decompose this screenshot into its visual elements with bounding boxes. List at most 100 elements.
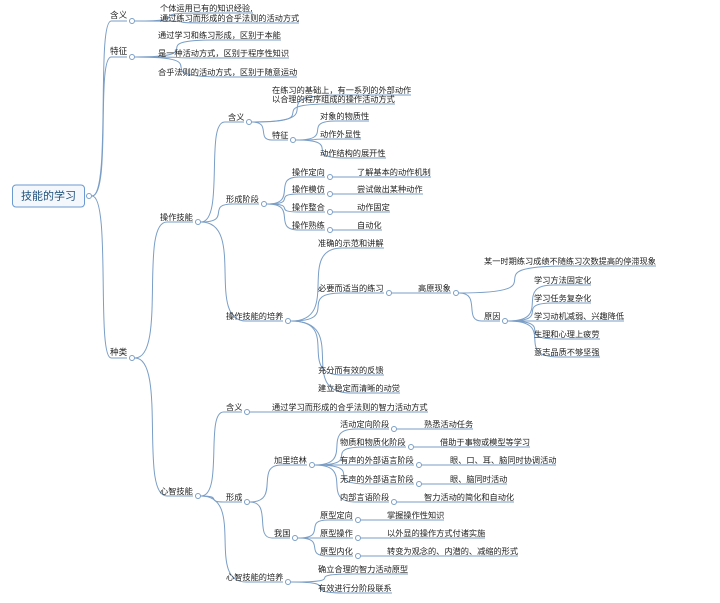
topic-branches-2-1-1-1-1-0[interactable]: 以外显的操作方式付诸实施 [387, 528, 486, 538]
collapse-toggle-branches-2-1-1-1-0[interactable] [355, 517, 361, 523]
collapse-toggle-branches-1[interactable] [129, 54, 135, 60]
topic-branches-1-0[interactable]: 通过学习和练习形成，区别于本能 [158, 30, 281, 40]
topic-branches-2-0-2[interactable]: 操作技能的培养 [226, 311, 284, 321]
topic-branches-2-0-0-0[interactable]: 在练习的基础上，有一系列的外部动作 [272, 85, 412, 95]
collapse-toggle-branches-2-0-2-1-0[interactable] [453, 290, 459, 296]
connector-branches-2 [91, 195, 127, 359]
topic-branches-2-0-2-2[interactable]: 充分而有效的反馈 [318, 365, 384, 375]
topic-branches-2-1-1[interactable]: 形成 [226, 492, 243, 502]
connector-branches-1-1 [134, 56, 289, 59]
collapse-toggle-branches-2-0-1-0[interactable] [327, 174, 333, 180]
collapse-toggle-branches-2-1-2[interactable] [285, 579, 291, 585]
topic-branches-2-0-2-1-0-1-4[interactable]: 意志品质不够坚强 [534, 347, 600, 357]
topic-branches-2-1-1-1[interactable]: 我国 [274, 528, 291, 538]
topic-branches-0-1[interactable]: 通过练习而形成的合乎法则的活动方式 [160, 13, 300, 23]
connector-branches-2-0-1-1 [266, 193, 325, 205]
topic-branches-2-1-2[interactable]: 心智技能的培养 [226, 572, 284, 582]
topic-branches-2-0-2-3[interactable]: 建立稳定而清晰的动觉 [318, 383, 400, 393]
topic-branches-2-0-1-2[interactable]: 操作整合 [292, 202, 325, 212]
root-collapse-toggle[interactable] [86, 193, 92, 199]
topic-branches-2-0-2-1-0[interactable]: 高原现象 [418, 283, 451, 293]
connector-branches-2-0-0-1 [251, 103, 395, 123]
topic-branches-2-0-1[interactable]: 形成阶段 [226, 194, 259, 204]
collapse-toggle-branches-2-0-1-1[interactable] [327, 191, 333, 197]
topic-branches-2-1-1-1-2[interactable]: 原型内化 [320, 546, 353, 556]
collapse-toggle-branches-2-0[interactable] [195, 219, 201, 225]
topic-branches-2-0-2-1-0-1-2[interactable]: 学习动机减弱、兴趣降低 [534, 311, 625, 321]
collapse-toggle-branches-2-1-1-1-2[interactable] [355, 553, 361, 559]
topic-branches-2-1-1-1-0-0[interactable]: 掌握操作性知识 [387, 510, 445, 520]
topic-branches-2-1-1-0-4-0[interactable]: 智力活动的简化和自动化 [424, 492, 515, 502]
collapse-toggle-branches-2[interactable] [129, 355, 135, 361]
topic-branches-2-1-1-1-1[interactable]: 原型操作 [320, 528, 353, 538]
topic-branches-2-0-2-0[interactable]: 准确的示范和讲解 [318, 238, 384, 248]
topic-branches-2-1-1-0-3[interactable]: 无声的外部语言阶段 [340, 474, 414, 484]
topic-branches-2-0-2-1-0-0[interactable]: 某一时期练习成绩不随练习次数提高的停滞现象 [484, 256, 656, 266]
collapse-toggle-branches-2-1-1[interactable] [244, 499, 250, 505]
topic-branches-2-1-1-0-1[interactable]: 物质和物质化阶段 [340, 437, 406, 447]
collapse-toggle-branches-2-0-1[interactable] [261, 201, 267, 207]
topic-branches-2-0-0-2-1[interactable]: 动作外显性 [320, 129, 361, 139]
collapse-toggle-branches-2-1-1-0-4[interactable] [391, 499, 397, 505]
root-topic[interactable]: 技能的学习 [12, 184, 85, 208]
topic-branches-2-1-0[interactable]: 含义 [226, 402, 243, 412]
collapse-toggle-branches-2-1-1-1-1[interactable] [355, 535, 361, 541]
collapse-toggle-branches-2-0-2-1[interactable] [386, 290, 392, 296]
topic-branches-1-1[interactable]: 是一种活动方式，区别于程序性知识 [158, 48, 290, 58]
topic-branches-2-0-2-1-0-1-0[interactable]: 学习方法固定化 [534, 275, 592, 285]
topic-branches-1[interactable]: 特征 [110, 47, 128, 57]
collapse-toggle-branches-0[interactable] [129, 18, 135, 24]
collapse-toggle-branches-2-0-0[interactable] [246, 119, 252, 125]
collapse-toggle-branches-2-0-1-3[interactable] [327, 227, 333, 233]
topic-branches-2-0-2-1-0-1-1[interactable]: 学习任务复杂化 [534, 293, 592, 303]
topic-branches-0-0[interactable]: 个体运用已有的知识经验, [160, 3, 253, 13]
collapse-toggle-branches-2-0-1-2[interactable] [327, 209, 333, 215]
topic-branches-2-1-1-0-0[interactable]: 活动定向阶段 [340, 419, 390, 429]
collapse-toggle-branches-2-1-1-0-2[interactable] [416, 462, 422, 468]
collapse-toggle-branches-2-0-2-1-0-1[interactable] [502, 318, 508, 324]
collapse-toggle-branches-2-0-0-2[interactable] [290, 137, 296, 143]
topic-branches-0[interactable]: 含义 [110, 11, 128, 21]
collapse-toggle-branches-2-1-1-0-0[interactable] [391, 426, 397, 432]
topic-branches-2-0-1-2-0[interactable]: 动作固定 [357, 202, 390, 212]
collapse-toggle-branches-2-0-2[interactable] [285, 318, 291, 324]
topic-branches-2-0-1-1[interactable]: 操作模仿 [292, 184, 325, 194]
topic-branches-2-1-0-0[interactable]: 通过学习而形成的合乎法则的智力活动方式 [272, 402, 428, 412]
collapse-toggle-branches-2-1-1-0[interactable] [309, 462, 315, 468]
topic-branches-2-0-0-1[interactable]: 以合理的程序组成的操作活动方式 [272, 94, 395, 104]
topic-branches-2-0-1-1-0[interactable]: 尝试做出某种动作 [357, 184, 423, 194]
collapse-toggle-branches-2-1-1-0-1[interactable] [408, 444, 414, 450]
topic-branches-2-0-2-1[interactable]: 必要而适当的练习 [318, 283, 384, 293]
collapse-toggle-branches-2-1[interactable] [195, 493, 201, 499]
topic-branches-2-0-2-1-0-1-3[interactable]: 生理和心理上疲劳 [534, 329, 600, 339]
topic-branches-2-1-1-0-1-0[interactable]: 借助于事物或模型等学习 [440, 437, 531, 447]
topic-branches-2-1-1-0-2[interactable]: 有声的外部语言阶段 [340, 455, 414, 465]
topic-branches-2-1-1-0-3-0[interactable]: 眼、脑同时活动 [450, 474, 508, 484]
topic-branches-2[interactable]: 种类 [110, 348, 128, 358]
topic-branches-2-0-0-2[interactable]: 特征 [272, 130, 289, 140]
topic-branches-2-0-0-2-2[interactable]: 动作结构的展开性 [320, 148, 386, 158]
topic-branches-2-0-1-3-0[interactable]: 自动化 [357, 220, 382, 230]
topic-branches-2-0-0-2-0[interactable]: 对象的物质性 [320, 111, 370, 121]
topic-branches-2-0-0[interactable]: 含义 [228, 112, 245, 122]
topic-branches-1-2[interactable]: 合乎法则的活动方式，区别于随意运动 [158, 67, 298, 77]
connector-branches-2-0-2-1-0-1-0 [507, 284, 591, 322]
topic-branches-2-1-1-0-0-0[interactable]: 熟悉活动任务 [424, 419, 474, 429]
topic-branches-2-0-1-3[interactable]: 操作熟练 [292, 220, 325, 230]
topic-branches-2-0-2-1-0-1[interactable]: 原因 [484, 311, 501, 321]
topic-branches-2-1-1-1-2-0[interactable]: 转变为观念的、内潜的、减缩的形式 [387, 546, 519, 556]
topic-branches-2-1-2-1[interactable]: 有效进行分阶段联系 [318, 583, 392, 593]
topic-branches-2-1-1-0-4[interactable]: 内部言语阶段 [340, 492, 390, 502]
topic-branches-2-1-1-0[interactable]: 加里培林 [274, 455, 307, 465]
collapse-toggle-branches-2-1-0[interactable] [244, 409, 250, 415]
topic-branches-2-1-1-0-2-0[interactable]: 眼、口、耳、脑同时协调活动 [450, 455, 557, 465]
collapse-toggle-branches-2-1-1-0-3[interactable] [416, 481, 422, 487]
collapse-toggle-branches-2-1-1-1[interactable] [292, 535, 298, 541]
topic-branches-2-1-1-1-0[interactable]: 原型定向 [320, 510, 353, 520]
topic-branches-2-0[interactable]: 操作技能 [160, 212, 193, 222]
topic-branches-2-1-2-0[interactable]: 确立合理的智力活动原型 [318, 564, 409, 574]
topic-branches-2-0-1-0[interactable]: 操作定向 [292, 167, 325, 177]
topic-branches-2-0-1-0-0[interactable]: 了解基本的动作机制 [357, 167, 431, 177]
topic-branches-2-1[interactable]: 心智技能 [160, 486, 193, 496]
